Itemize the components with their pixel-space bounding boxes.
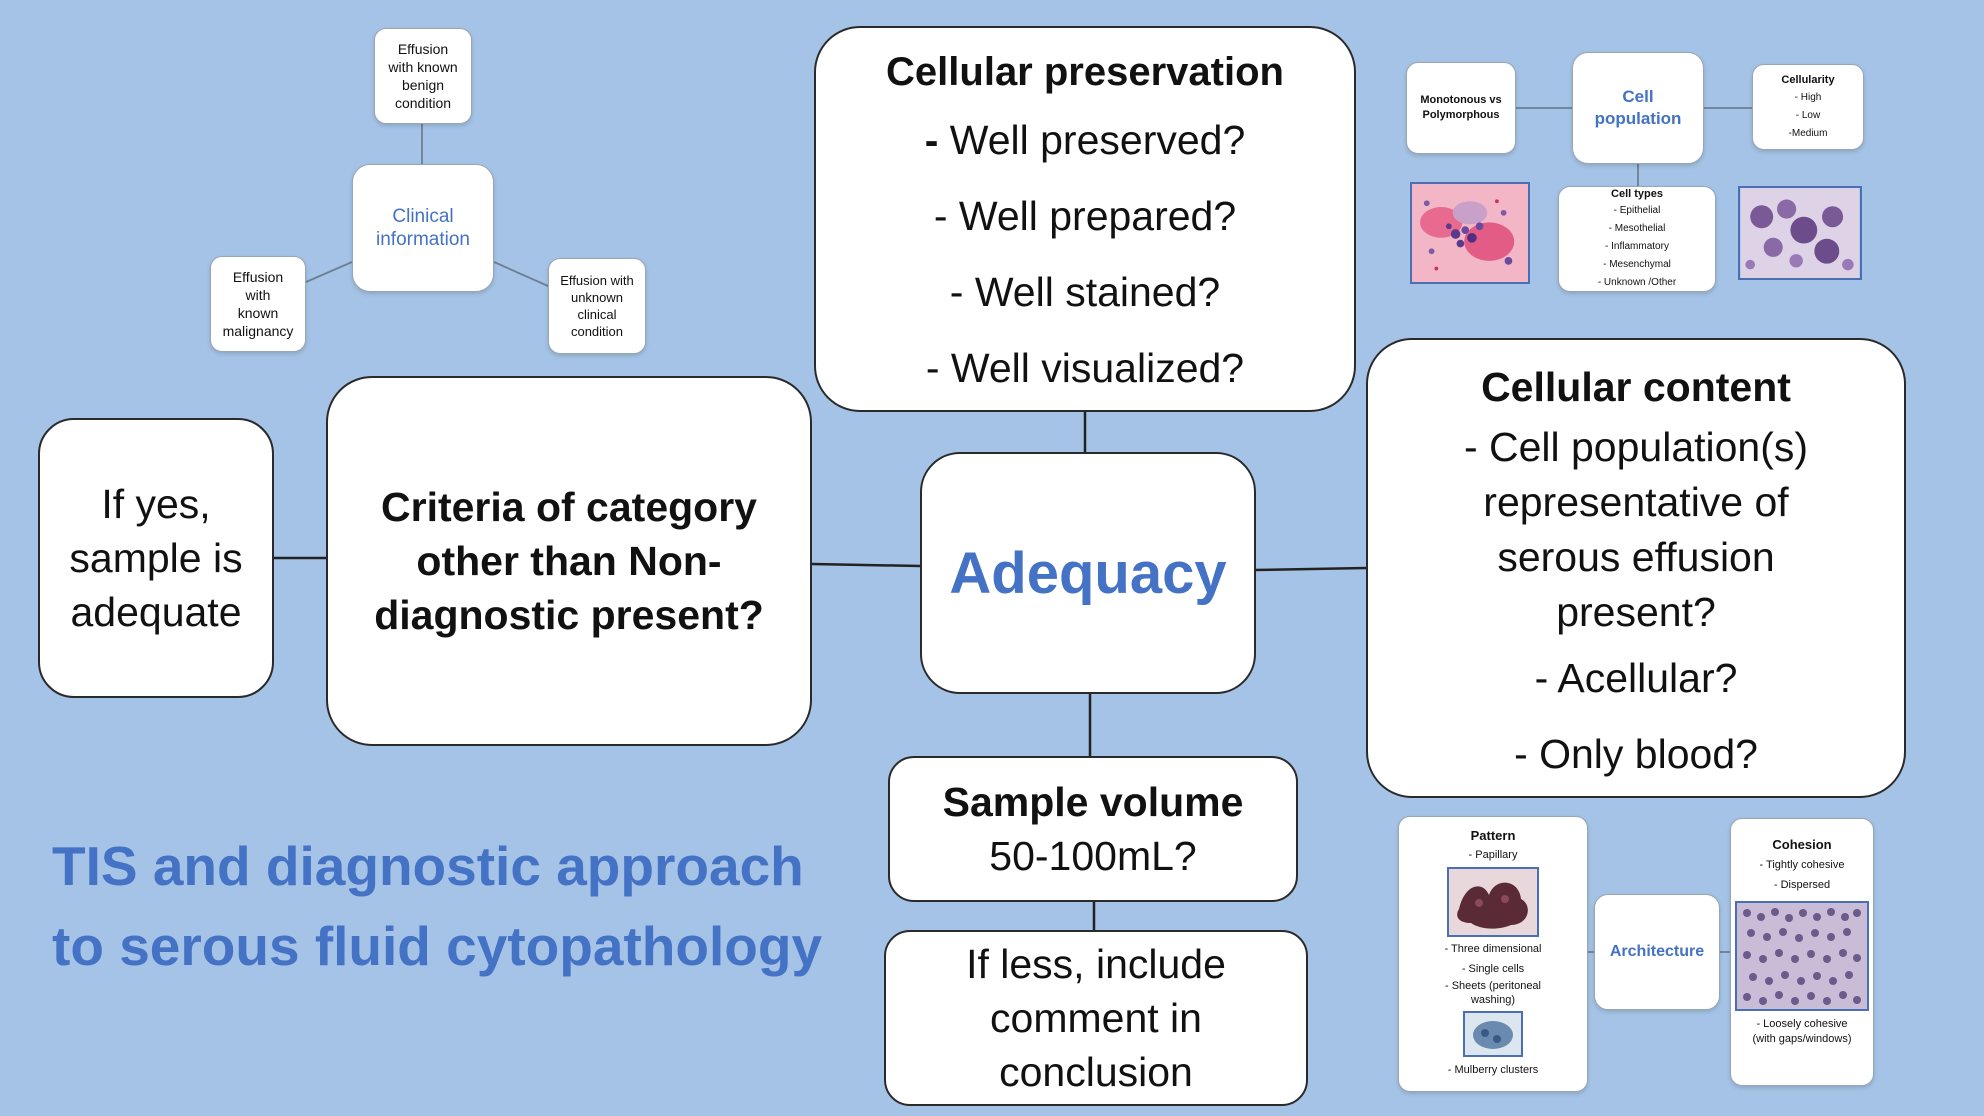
- malignancy-line-2: with: [245, 287, 271, 303]
- page-title: TIS and diagnostic approach to serous fl…: [52, 826, 882, 986]
- preservation-item-2: - Well prepared?: [933, 193, 1237, 239]
- pattern-heading: Pattern: [1470, 828, 1516, 843]
- clinical-center-line-1: Clinical: [392, 206, 454, 227]
- volume-heading: Sample volume: [942, 779, 1244, 825]
- benign-line-3: benign: [401, 77, 445, 93]
- unknown-line-1: Effusion with: [560, 273, 634, 288]
- cell-type-2: - Mesothelial: [1608, 223, 1666, 234]
- content-line-6: - Only blood?: [1514, 731, 1758, 777]
- if-yes-line-2: sample is: [69, 535, 243, 581]
- monotonous-node: Monotonous vs Polymorphous: [1406, 62, 1516, 154]
- cohesion-bottom-2: (with gaps/windows): [1752, 1033, 1852, 1045]
- cell-population-node: Cell population: [1572, 52, 1704, 164]
- cohesion-node: Cohesion - Tightly cohesive - Dispersed …: [1730, 818, 1874, 1086]
- cellularity-item-2: - Low: [1795, 109, 1821, 121]
- malignancy-line-4: malignancy: [222, 323, 294, 339]
- if-yes-line-3: adequate: [70, 589, 242, 635]
- pattern-item-2: - Single cells: [1461, 963, 1525, 975]
- criteria-line-2: other than Non-: [416, 538, 722, 584]
- criteria-box: Criteria of category other than Non- dia…: [326, 376, 812, 746]
- pattern-mulberry: - Mulberry clusters: [1447, 1064, 1539, 1076]
- cell-types-node: Cell types - Epithelial - Mesothelial - …: [1558, 186, 1716, 292]
- cohesion-micrograph: [1735, 901, 1869, 1011]
- pattern-item-1: - Three dimensional: [1444, 943, 1542, 955]
- preservation-item-3: - Well stained?: [949, 269, 1221, 315]
- adequacy-box: Adequacy: [920, 452, 1256, 694]
- cytology-micrograph-pink: [1410, 182, 1530, 284]
- malignancy-line-1: Effusion: [232, 269, 284, 285]
- criteria-line-1: Criteria of category: [381, 484, 757, 530]
- preservation-item-4: - Well visualized?: [925, 345, 1245, 391]
- title-line-2: to serous fluid cytopathology: [52, 915, 823, 977]
- mono-line-1: Monotonous vs: [1420, 94, 1502, 106]
- cohesion-item-2: - Dispersed: [1773, 879, 1831, 891]
- content-line-4: present?: [1556, 589, 1716, 635]
- cell-type-5: - Unknown /Other: [1597, 277, 1677, 288]
- cell-type-4: - Mesenchymal: [1603, 259, 1671, 270]
- pattern-item-4: washing): [1470, 994, 1516, 1006]
- if-less-box: If less, include comment in conclusion: [884, 930, 1308, 1106]
- cohesion-item-1: - Tightly cohesive: [1759, 859, 1845, 871]
- cell-type-1: - Epithelial: [1613, 205, 1661, 216]
- preservation-item-1: - Well preserved?: [924, 117, 1246, 163]
- cellularity-item-3: -Medium: [1788, 127, 1828, 139]
- volume-value: 50-100mL?: [989, 833, 1197, 879]
- cell-type-3: - Inflammatory: [1605, 241, 1669, 252]
- if-yes-line-1: If yes,: [101, 481, 211, 527]
- clinical-unknown-node: Effusion with unknown clinical condition: [548, 258, 646, 354]
- cohesion-bottom-1: - Loosely cohesive: [1756, 1018, 1848, 1030]
- if-less-line-3: conclusion: [999, 1049, 1193, 1095]
- clinical-information-node: Clinical information: [352, 164, 494, 292]
- architecture-node: Architecture: [1594, 894, 1720, 1010]
- clinical-center-line-2: information: [376, 229, 470, 250]
- unknown-line-2: unknown: [570, 290, 624, 305]
- malignancy-line-3: known: [237, 305, 279, 321]
- clinical-malignancy-node: Effusion with known malignancy: [210, 256, 306, 352]
- papillary-micrograph: [1447, 867, 1539, 937]
- unknown-line-3: clinical: [577, 307, 617, 322]
- cellular-content-box: Cellular content - Cell population(s) re…: [1366, 338, 1906, 798]
- content-line-1: - Cell population(s): [1463, 424, 1809, 470]
- cellular-preservation-box: Cellular preservation - Well preserved? …: [814, 26, 1356, 412]
- sample-volume-box: Sample volume 50-100mL?: [888, 756, 1298, 902]
- architecture-label: Architecture: [1609, 943, 1705, 960]
- clinical-benign-node: Effusion with known benign condition: [374, 28, 472, 124]
- cell-pop-line-1: Cell: [1622, 87, 1654, 106]
- cellularity-heading: Cellularity: [1781, 73, 1835, 86]
- content-line-2: representative of: [1483, 479, 1789, 525]
- content-heading: Cellular content: [1481, 364, 1791, 410]
- title-line-1: TIS and diagnostic approach: [52, 835, 804, 897]
- unknown-line-4: condition: [570, 324, 624, 339]
- content-line-5: - Acellular?: [1534, 655, 1738, 701]
- mulberry-micrograph: [1463, 1011, 1523, 1057]
- pattern-papillary: - Papillary: [1468, 849, 1518, 861]
- preservation-heading: Cellular preservation: [886, 50, 1284, 94]
- if-less-line-2: comment in: [990, 995, 1202, 1041]
- cell-types-heading: Cell types: [1611, 188, 1663, 200]
- content-line-3: serous effusion: [1497, 534, 1775, 580]
- benign-line-1: Effusion: [397, 41, 449, 57]
- cell-pop-line-2: population: [1594, 109, 1682, 128]
- benign-line-2: with known: [388, 59, 458, 75]
- if-yes-box: If yes, sample is adequate: [38, 418, 274, 698]
- cytology-micrograph-purple: [1738, 186, 1862, 280]
- benign-line-4: condition: [394, 95, 452, 111]
- cellularity-item-1: - High: [1794, 91, 1822, 103]
- criteria-line-3: diagnostic present?: [374, 592, 764, 638]
- if-less-line-1: If less, include: [966, 941, 1226, 987]
- mono-line-2: Polymorphous: [1422, 109, 1500, 121]
- pattern-item-3: - Sheets (peritoneal: [1445, 980, 1541, 992]
- cohesion-heading: Cohesion: [1772, 837, 1832, 852]
- pattern-node: Pattern - Papillary - Three dimensional …: [1398, 816, 1588, 1092]
- cellularity-node: Cellularity - High - Low -Medium: [1752, 64, 1864, 150]
- adequacy-label: Adequacy: [949, 540, 1227, 606]
